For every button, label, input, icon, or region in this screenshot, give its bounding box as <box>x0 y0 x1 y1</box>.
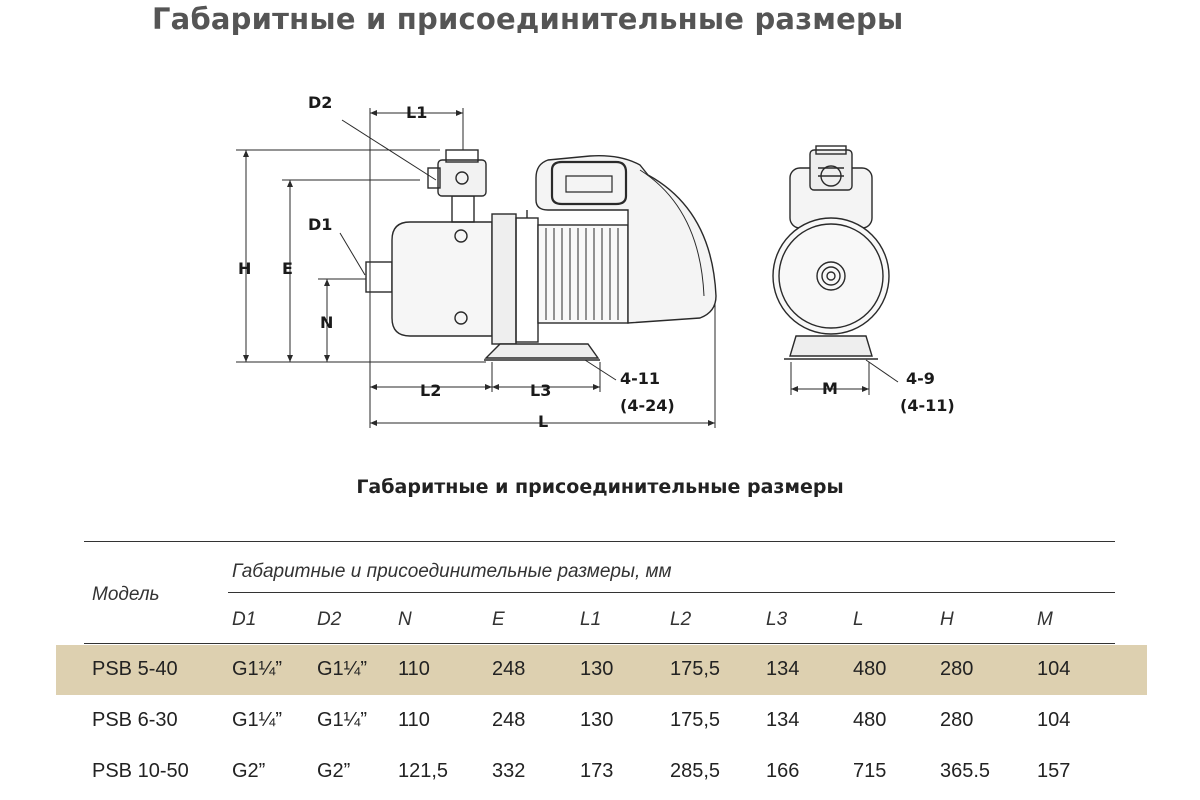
label-n: N <box>320 313 333 332</box>
column-header-l3: L3 <box>766 609 788 630</box>
column-header-l2: L2 <box>670 609 692 630</box>
column-header-e: E <box>492 609 505 630</box>
value-cell-m: 104 <box>1037 658 1071 680</box>
page-title: Габаритные и присоединительные размеры <box>152 2 904 36</box>
label-l3: L3 <box>530 381 551 400</box>
label-h: H <box>238 259 251 278</box>
value-cell-l3: 166 <box>766 760 800 782</box>
value-cell-l2: 175,5 <box>670 709 721 731</box>
label-l1: L1 <box>406 103 427 122</box>
value-cell-l2: 175,5 <box>670 658 721 680</box>
label-d1: D1 <box>308 215 332 234</box>
value-cell-e: 332 <box>492 760 526 782</box>
value-cell-e: 248 <box>492 709 526 731</box>
value-cell-h: 280 <box>940 709 974 731</box>
label-side-bolt: 4-11 <box>620 369 660 388</box>
value-cell-m: 104 <box>1037 709 1071 731</box>
value-cell-l1: 130 <box>580 709 614 731</box>
value-cell-l1: 173 <box>580 760 614 782</box>
column-header-n: N <box>398 609 412 630</box>
column-header-h: H <box>940 609 954 630</box>
value-cell-d2: G1¼” <box>317 658 368 680</box>
label-front-bolt: 4-9 <box>906 369 935 388</box>
value-cell-l: 715 <box>853 760 887 782</box>
table-top-rule <box>84 541 1115 542</box>
group-header: Габаритные и присоединительные размеры, … <box>232 561 672 582</box>
value-cell-m: 157 <box>1037 760 1071 782</box>
value-cell-e: 248 <box>492 658 526 680</box>
value-cell-l1: 130 <box>580 658 614 680</box>
pump-dimension-drawing: D2 L1 D1 H E N L2 L3 L 4-11 (4-24) M 4-9… <box>236 93 955 431</box>
label-d2: D2 <box>308 93 332 112</box>
table-header-rule <box>84 643 1115 644</box>
value-cell-d2: G1¼” <box>317 709 368 731</box>
table-group-rule <box>228 592 1115 593</box>
value-cell-h: 280 <box>940 658 974 680</box>
value-cell-h: 365.5 <box>940 760 991 782</box>
label-l2: L2 <box>420 381 441 400</box>
column-header-l: L <box>853 609 864 630</box>
model-cell: PSB 6-30 <box>92 709 178 731</box>
value-cell-n: 110 <box>398 709 430 731</box>
value-cell-d1: G1¼” <box>232 658 283 680</box>
table-title: Габаритные и присоединительные размеры <box>356 476 844 498</box>
value-cell-n: 121,5 <box>398 760 449 782</box>
value-cell-d2: G2” <box>317 760 351 782</box>
highlighted-row-background <box>56 645 1147 695</box>
model-header: Модель <box>92 584 160 605</box>
label-e: E <box>282 259 293 278</box>
value-cell-d1: G2” <box>232 760 266 782</box>
label-l: L <box>538 412 548 431</box>
column-header-d2: D2 <box>317 609 342 630</box>
column-header-d1: D1 <box>232 609 257 630</box>
label-front-bolt-alt: (4-11) <box>900 396 955 415</box>
model-cell: PSB 10-50 <box>92 760 189 782</box>
value-cell-l3: 134 <box>766 658 800 680</box>
value-cell-l: 480 <box>853 658 887 680</box>
model-cell: PSB 5-40 <box>92 658 178 680</box>
label-m: M <box>822 379 838 398</box>
column-header-m: M <box>1037 609 1053 630</box>
column-header-l1: L1 <box>580 609 602 630</box>
value-cell-n: 110 <box>398 658 430 680</box>
value-cell-l: 480 <box>853 709 887 731</box>
value-cell-d1: G1¼” <box>232 709 283 731</box>
label-side-bolt-alt: (4-24) <box>620 396 675 415</box>
value-cell-l2: 285,5 <box>670 760 721 782</box>
value-cell-l3: 134 <box>766 709 800 731</box>
